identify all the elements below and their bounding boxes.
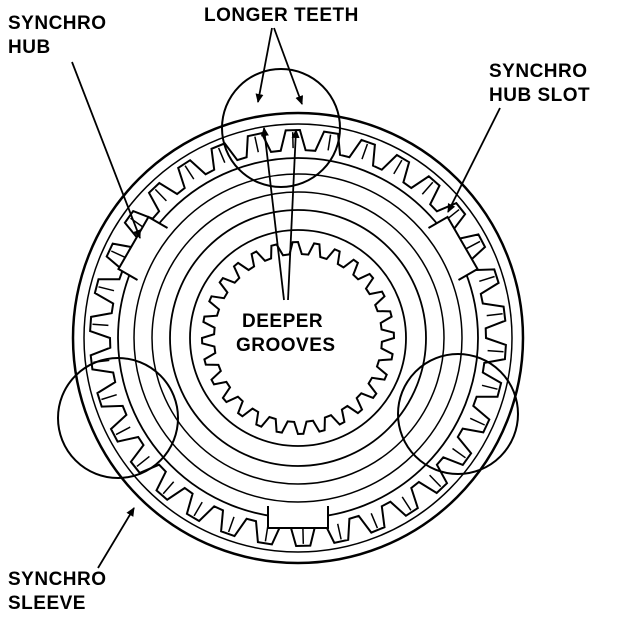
tooth-shading [92,323,109,327]
tooth-shading [429,474,442,488]
arrow-synchro-hub-slot [447,107,501,213]
arrow-longer-teeth-left [255,27,273,103]
tooth-shading [401,496,412,511]
tooth-shading [486,312,503,317]
arrow-deeper-grooves-left [260,127,285,301]
arrow-synchro-hub [71,61,141,239]
tooth-shading [479,275,495,283]
label-synchro-sleeve-line1: SYNCHRO [8,569,107,590]
sleeve-outer-ring [71,111,525,565]
detail-circle-right [397,353,519,475]
hub-slot-bottom [267,506,329,529]
sleeve-inner-ring [83,123,513,553]
tooth-shading [227,516,235,533]
label-synchro-hub-slot-line1: SYNCHRO [489,61,588,82]
tooth-shading [452,447,466,459]
tooth-shading [184,165,195,180]
label-synchro-sleeve: SYNCHRO SLEEVE [8,568,107,616]
label-longer-teeth-text: LONGER TEETH [204,5,359,26]
label-synchro-hub-slot: SYNCHRO HUB SLOT [489,60,590,108]
tooth-shading [136,455,150,467]
arrow-synchro-sleeve [97,507,135,569]
label-synchro-hub-slot-line2: HUB SLOT [489,85,591,106]
label-deeper-grooves: DEEPER GROOVES [236,310,336,358]
detail-circle-left [57,357,179,479]
hub-slot-left [117,215,169,281]
hub-ring-3 [151,191,445,485]
bore-ring [189,229,407,447]
tooth-shading [154,188,167,202]
label-synchro-hub: SYNCHRO HUB [8,12,107,60]
inner-spline-bore [189,229,407,447]
tooth-shading [110,250,127,259]
tooth-shading [481,384,498,390]
label-deeper-grooves-line2: GROOVES [236,335,336,356]
tooth-shading [487,349,504,353]
tooth-shading [327,134,332,151]
hub-ring-2 [133,173,463,503]
tooth-shading [393,159,403,175]
tooth-shading [370,513,379,529]
hub-slot-right [427,215,479,281]
label-deeper-grooves-line1: DEEPER [242,311,324,332]
label-synchro-sleeve-line2: SLEEVE [8,593,86,614]
tooth-shading [336,523,342,540]
arrow-deeper-grooves-right [287,129,300,301]
hub-ring-4 [169,209,427,467]
detail-circle-top [221,68,341,188]
label-synchro-hub-line2: HUB [8,37,51,58]
tooth-shading [361,143,369,160]
tooth-shading [162,481,175,495]
arrow-longer-teeth-right [273,27,303,105]
tooth-shading [421,181,434,195]
tooth-shading [115,426,131,436]
tooth-shading [469,417,486,426]
tooth-shading [217,147,226,163]
tooth-shading [98,286,115,292]
spline-outline [200,240,396,436]
tooth-shading [254,136,260,153]
tooth-shading [101,393,117,401]
label-synchro-hub-line1: SYNCHRO [8,13,107,34]
label-longer-teeth: LONGER TEETH [204,4,359,28]
tooth-shading [193,501,203,517]
tooth-shading [465,240,481,250]
